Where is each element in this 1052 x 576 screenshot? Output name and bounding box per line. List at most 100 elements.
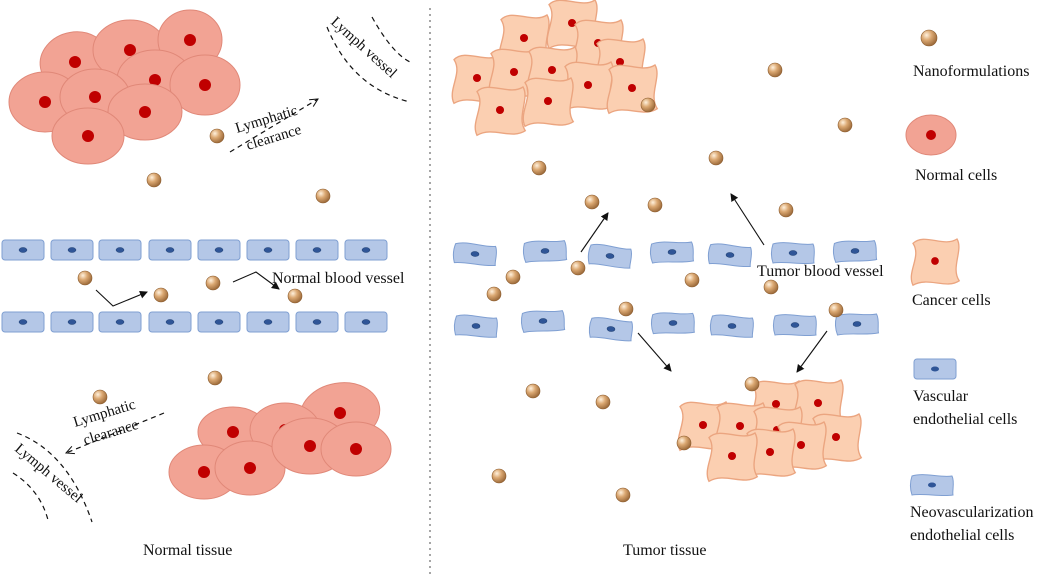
nanoparticle xyxy=(570,260,586,276)
neovascular-endothelial-cell xyxy=(523,240,568,263)
neovascular-endothelial-cell xyxy=(773,314,817,337)
cancer-cell-nucleus xyxy=(509,67,519,77)
normal-cell xyxy=(169,54,241,116)
neovascular-cell-nucleus xyxy=(852,321,862,327)
vascular-endothelial-cell xyxy=(344,239,388,261)
nanoparticle xyxy=(209,128,225,144)
neovascular-endothelial-cell xyxy=(707,243,753,268)
normal-cell xyxy=(107,83,183,141)
vascular-endothelial-cell xyxy=(148,239,192,261)
vascular-endothelial-cell xyxy=(1,311,45,333)
neovascular-cell-nucleus xyxy=(605,253,615,259)
nanoparticle xyxy=(828,302,844,318)
vascular-endothelial-cell xyxy=(295,239,339,261)
tumor-extravasation-arrow xyxy=(580,212,609,253)
normal-cell-nucleus xyxy=(39,96,51,108)
nanoparticle xyxy=(676,435,692,451)
normal-cell-nucleus xyxy=(149,74,161,86)
nanoparticle xyxy=(763,279,779,295)
legend-nanoparticle-icon xyxy=(920,29,938,47)
flow-arrow xyxy=(232,271,280,290)
neovascular-endothelial-cell xyxy=(835,313,880,336)
lymph-vessel-wall xyxy=(371,16,411,63)
cancer-cell-nucleus xyxy=(831,432,841,442)
vascular-endothelial-cell xyxy=(148,311,192,333)
neovascular-cell-nucleus xyxy=(471,323,481,329)
nanoparticle xyxy=(640,97,656,113)
normal-cell-clusters xyxy=(8,9,392,500)
normal-cell-nucleus xyxy=(198,466,210,478)
cancer-cell-nucleus xyxy=(472,73,482,83)
nanoparticle xyxy=(491,468,507,484)
vascular-cell-nucleus xyxy=(67,319,77,325)
nanoparticle xyxy=(778,202,794,218)
legend: Nanoformulations Normal cells Cancer cel… xyxy=(910,63,1034,544)
normal-cell xyxy=(320,421,392,477)
cancer-cell-nucleus xyxy=(519,33,529,43)
nanoparticles xyxy=(77,62,853,503)
vascular-endothelial-cell xyxy=(50,239,94,261)
nanoparticle xyxy=(205,275,221,291)
nanoparticle xyxy=(287,288,303,304)
nanoparticle xyxy=(647,197,663,213)
vascular-cell-nucleus xyxy=(263,247,273,253)
cancer-cell-nucleus xyxy=(615,57,625,67)
normal-cell-nucleus xyxy=(227,426,239,438)
vascular-endothelial-cell xyxy=(98,311,142,333)
nanoparticle xyxy=(525,383,541,399)
normal-cell-nucleus xyxy=(82,130,94,142)
neovascular-endothelial-cell xyxy=(453,314,498,338)
neovascular-endothelial-cell xyxy=(521,310,566,333)
nanoparticle xyxy=(615,487,631,503)
vascular-endothelial-cell xyxy=(246,239,290,261)
vascular-cell-nucleus xyxy=(67,247,77,253)
neovascular-endothelial-cell xyxy=(587,243,633,269)
cancer-cell xyxy=(706,432,759,483)
vascular-endothelial-cell xyxy=(246,311,290,333)
neovascular-cell-nucleus xyxy=(850,248,860,254)
legend-neovascular-cell-nucleus xyxy=(928,482,936,488)
cancer-cell-nucleus xyxy=(771,399,781,409)
normal-cell-nucleus xyxy=(244,462,256,474)
legend-neovascular-line2: endothelial cells xyxy=(910,527,1014,544)
lymph-vessel-label-top: Lymph vessel xyxy=(327,14,399,81)
nanoparticle xyxy=(77,270,93,286)
normal-cell-nucleus xyxy=(199,79,211,91)
normal-cell xyxy=(214,440,286,496)
neovascular-cell-nucleus xyxy=(470,251,480,257)
cancer-cell-nucleus xyxy=(796,440,806,450)
vascular-endothelial-cell xyxy=(295,311,339,333)
nanoparticle xyxy=(153,287,169,303)
cancer-cell xyxy=(474,86,527,137)
nanoparticle xyxy=(315,188,331,204)
legend-vascular-cell-nucleus xyxy=(931,366,939,372)
cancer-cell-nucleus xyxy=(547,65,557,75)
cancer-cell xyxy=(522,77,575,128)
nanoparticle xyxy=(207,370,223,386)
nanoparticle xyxy=(146,172,162,188)
vascular-cell-nucleus xyxy=(263,319,273,325)
neovascular-cell-nucleus xyxy=(788,250,798,256)
vascular-cell-nucleus xyxy=(312,247,322,253)
legend-vascular-line2: endothelial cells xyxy=(913,411,1017,428)
nanoparticle xyxy=(531,160,547,176)
cancer-cell-nucleus xyxy=(735,421,745,431)
legend-neovascular-cell-icon xyxy=(910,474,954,497)
cancer-cell-nucleus xyxy=(495,105,505,115)
vascular-cell-nucleus xyxy=(115,319,125,325)
extravasation-arrow xyxy=(95,289,148,307)
legend-nanoformulations-label: Nanoformulations xyxy=(913,63,1029,80)
nanoparticle xyxy=(618,301,634,317)
neovascular-endothelial-cell xyxy=(650,241,695,264)
neovascular-endothelial-cell xyxy=(651,312,695,335)
vascular-cell-nucleus xyxy=(214,247,224,253)
normal-cell-nucleus xyxy=(304,440,316,452)
neovascular-endothelial-cell xyxy=(709,314,754,338)
tumor-extravasation-arrow xyxy=(637,332,672,372)
nanoparticle xyxy=(767,62,783,78)
neovascular-cell-nucleus xyxy=(606,326,616,332)
legend-normal-cell-nucleus xyxy=(926,130,936,140)
neovascular-cell-nucleus xyxy=(727,323,737,329)
nanoparticle xyxy=(92,389,108,405)
